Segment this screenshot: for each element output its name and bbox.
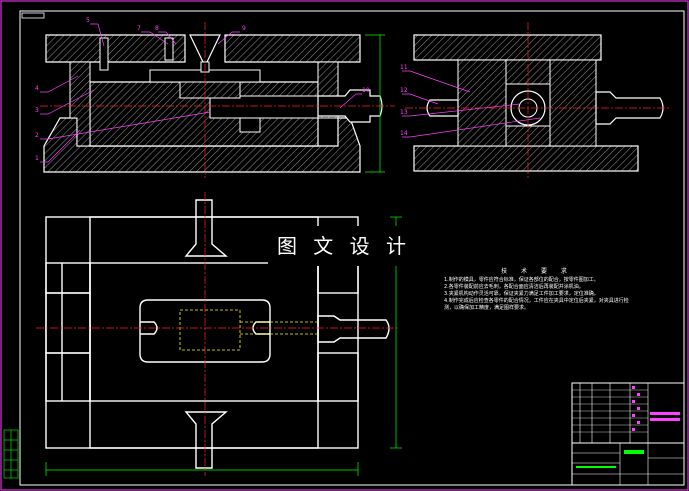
technical-requirement-item: 4.制作完成后应检查各零件的配合情况，工件应在夹具中定位后夹紧，对夹具进行检测，… — [444, 298, 629, 311]
technical-requirement-item: 3.夹紧机构动作灵活可靠，保证夹紧力满足工件加工要求，定位准确。 — [444, 291, 599, 297]
side-screw-left — [426, 99, 459, 117]
part-label: 14 — [400, 130, 408, 137]
title-block — [571, 382, 685, 486]
corner-mark — [21, 12, 45, 19]
plan-clamp-plate — [139, 299, 271, 363]
side-section-view — [405, 22, 670, 178]
plan-bolt-top — [184, 199, 228, 257]
title-block-marks — [632, 386, 680, 431]
part-label: 1 — [35, 155, 39, 162]
technical-requirements-title: 技 术 要 求 — [501, 268, 573, 275]
part-label: 4 — [35, 85, 39, 92]
part-label: 13 — [400, 109, 408, 116]
watermark-text: 图 文 设 计 — [268, 226, 420, 266]
front-top-plate-right — [224, 34, 361, 63]
front-top-plate — [45, 34, 186, 63]
margin-stamp — [3, 429, 19, 479]
front-bolt-left — [99, 37, 109, 71]
side-leaders — [402, 70, 541, 138]
part-label: 9 — [242, 25, 246, 32]
side-base — [413, 145, 639, 172]
technical-requirement-item: 2.各零件装配前应去毛刺，各配合面应清洁后再装配并涂机油。 — [444, 284, 584, 290]
front-bolt-mid — [164, 37, 174, 61]
plan-screw-right — [317, 315, 390, 343]
side-body-right — [549, 59, 597, 147]
part-label: 5 — [86, 17, 90, 24]
front-leaders — [40, 23, 362, 163]
plan-inner-frame — [89, 262, 319, 402]
plan-hidden — [179, 309, 318, 351]
side-body-left — [457, 59, 507, 147]
technical-requirement-item: 1.制作的模具，零件应符合标准，保证各部位的配合，按零件图加工。 — [444, 277, 599, 283]
part-label: 8 — [155, 25, 159, 32]
inner-border — [19, 10, 685, 486]
front-pocket — [239, 117, 261, 133]
title-block-rows — [572, 389, 648, 433]
plan-dimensions — [45, 216, 402, 476]
plan-view — [45, 199, 390, 469]
side-top-plate — [413, 34, 602, 61]
front-slot — [209, 95, 319, 119]
technical-requirements: 技 术 要 求 1.制作的模具，零件应符合标准，保证各部位的配合，按零件图加工。… — [444, 268, 630, 312]
plan-bolt-bottom — [184, 411, 228, 469]
part-label: 11 — [400, 64, 408, 71]
part-label: 3 — [35, 107, 39, 114]
part-label: 2 — [35, 132, 39, 139]
part-label: 10 — [362, 87, 370, 94]
title-block-green — [576, 450, 644, 468]
front-column-left — [69, 61, 91, 147]
front-section-view — [40, 22, 395, 178]
part-labels: 5 7 8 9 4 3 2 1 10 11 12 13 14 — [35, 17, 408, 162]
part-label: 7 — [137, 25, 141, 32]
part-label: 12 — [400, 87, 408, 94]
front-insert — [179, 81, 241, 99]
